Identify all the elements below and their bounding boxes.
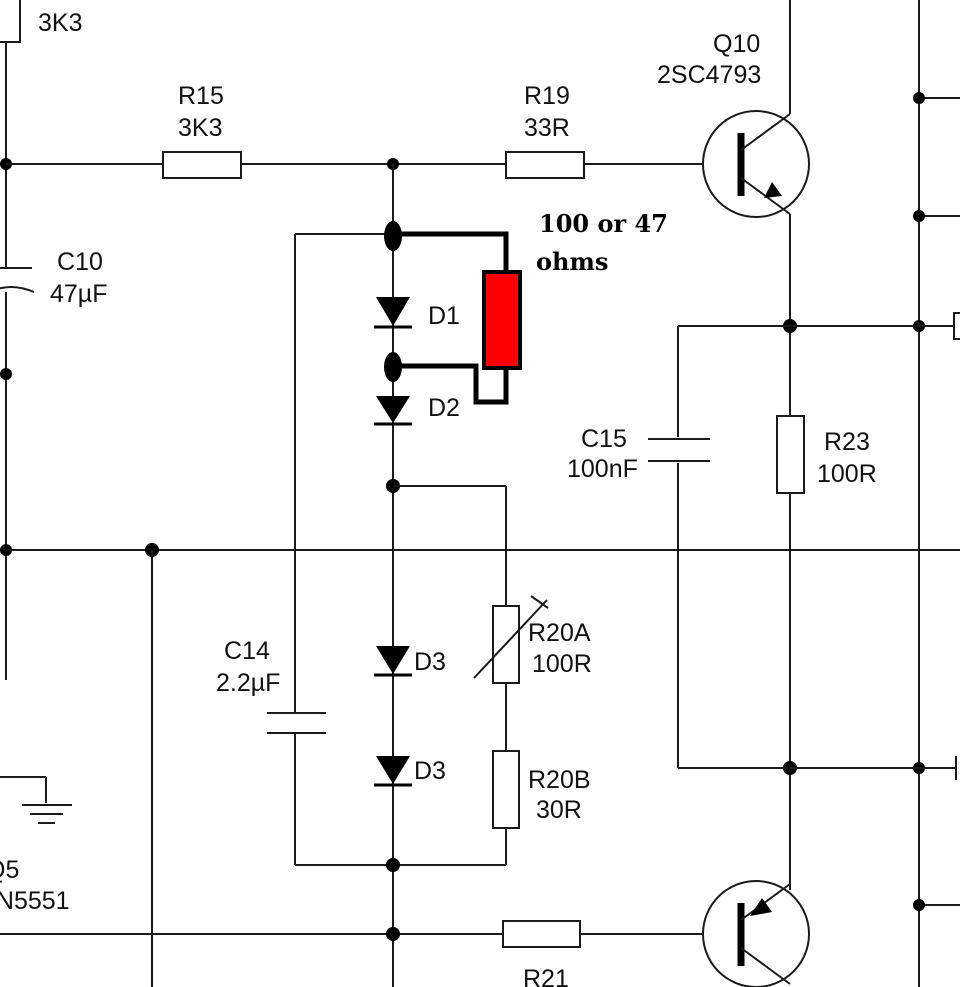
- r15-ref: R15: [178, 82, 224, 110]
- resistor-r21: [502, 920, 581, 948]
- resistor-right-edge: [953, 312, 960, 340]
- d1-ref: D1: [428, 302, 460, 330]
- capacitor-c14: [267, 712, 326, 734]
- resistor-top-left-value: 3K3: [38, 9, 82, 37]
- added-resistor-note-line1: 100 or 47: [539, 209, 668, 238]
- resistor-top-left: [0, 0, 21, 43]
- r21-ref: R21: [523, 965, 569, 987]
- c14-ref: C14: [224, 637, 270, 665]
- c10-ref: C10: [57, 248, 103, 276]
- c10-value: 47µF: [50, 280, 107, 308]
- c14-value: 2.2µF: [216, 669, 280, 697]
- added-resistor-lead-top: [393, 231, 509, 272]
- added-resistor-lead-bottom: [393, 363, 509, 405]
- diode-d3-upper: [374, 646, 412, 677]
- ground-icon: [0, 776, 72, 824]
- diode-d2: [374, 396, 412, 426]
- added-resistor-note-line2: ohms: [536, 247, 608, 276]
- r20a-ref: R20A: [528, 619, 591, 647]
- transistor-bottom-pnp: [702, 880, 810, 987]
- d2-ref: D2: [428, 394, 460, 422]
- r23-ref: R23: [824, 428, 870, 456]
- diode-d3-lower: [374, 756, 412, 787]
- c15-value: 100nF: [567, 455, 638, 483]
- d3-upper-ref: D3: [414, 648, 446, 676]
- resistor-r23: [776, 415, 805, 494]
- q10-part: 2SC4793: [657, 61, 761, 89]
- q5-part: 2N5551: [0, 887, 70, 915]
- r20a-value: 100R: [532, 650, 592, 678]
- junction-dot: [384, 352, 402, 382]
- junction-dot: [913, 899, 925, 911]
- transistor-q10: [702, 110, 810, 218]
- capacitor-c10: [0, 267, 35, 293]
- diode-d1: [374, 297, 412, 329]
- resistor-r15: [162, 151, 242, 179]
- junction-dot: [0, 368, 12, 380]
- q10-ref: Q10: [713, 30, 760, 58]
- junction-dot: [386, 927, 400, 941]
- r20b-value: 30R: [536, 796, 582, 824]
- r23-value: 100R: [817, 460, 877, 488]
- variable-resistor-r20a: [473, 595, 549, 684]
- added-resistor-red: [482, 270, 522, 370]
- resistor-r19: [505, 151, 585, 179]
- junction-dot: [913, 92, 925, 104]
- q5-ref: Q5: [0, 856, 19, 884]
- junction-dot: [913, 210, 925, 222]
- r19-value: 33R: [524, 114, 570, 142]
- d3-lower-ref: D3: [414, 757, 446, 785]
- r19-ref: R19: [524, 82, 570, 110]
- junction-dot: [386, 858, 400, 872]
- r20b-ref: R20B: [528, 766, 591, 794]
- r15-value: 3K3: [178, 114, 222, 142]
- junction-dot: [384, 221, 402, 251]
- c15-ref: C15: [581, 425, 627, 453]
- capacitor-c15: [648, 437, 710, 463]
- resistor-r20b: [492, 750, 520, 829]
